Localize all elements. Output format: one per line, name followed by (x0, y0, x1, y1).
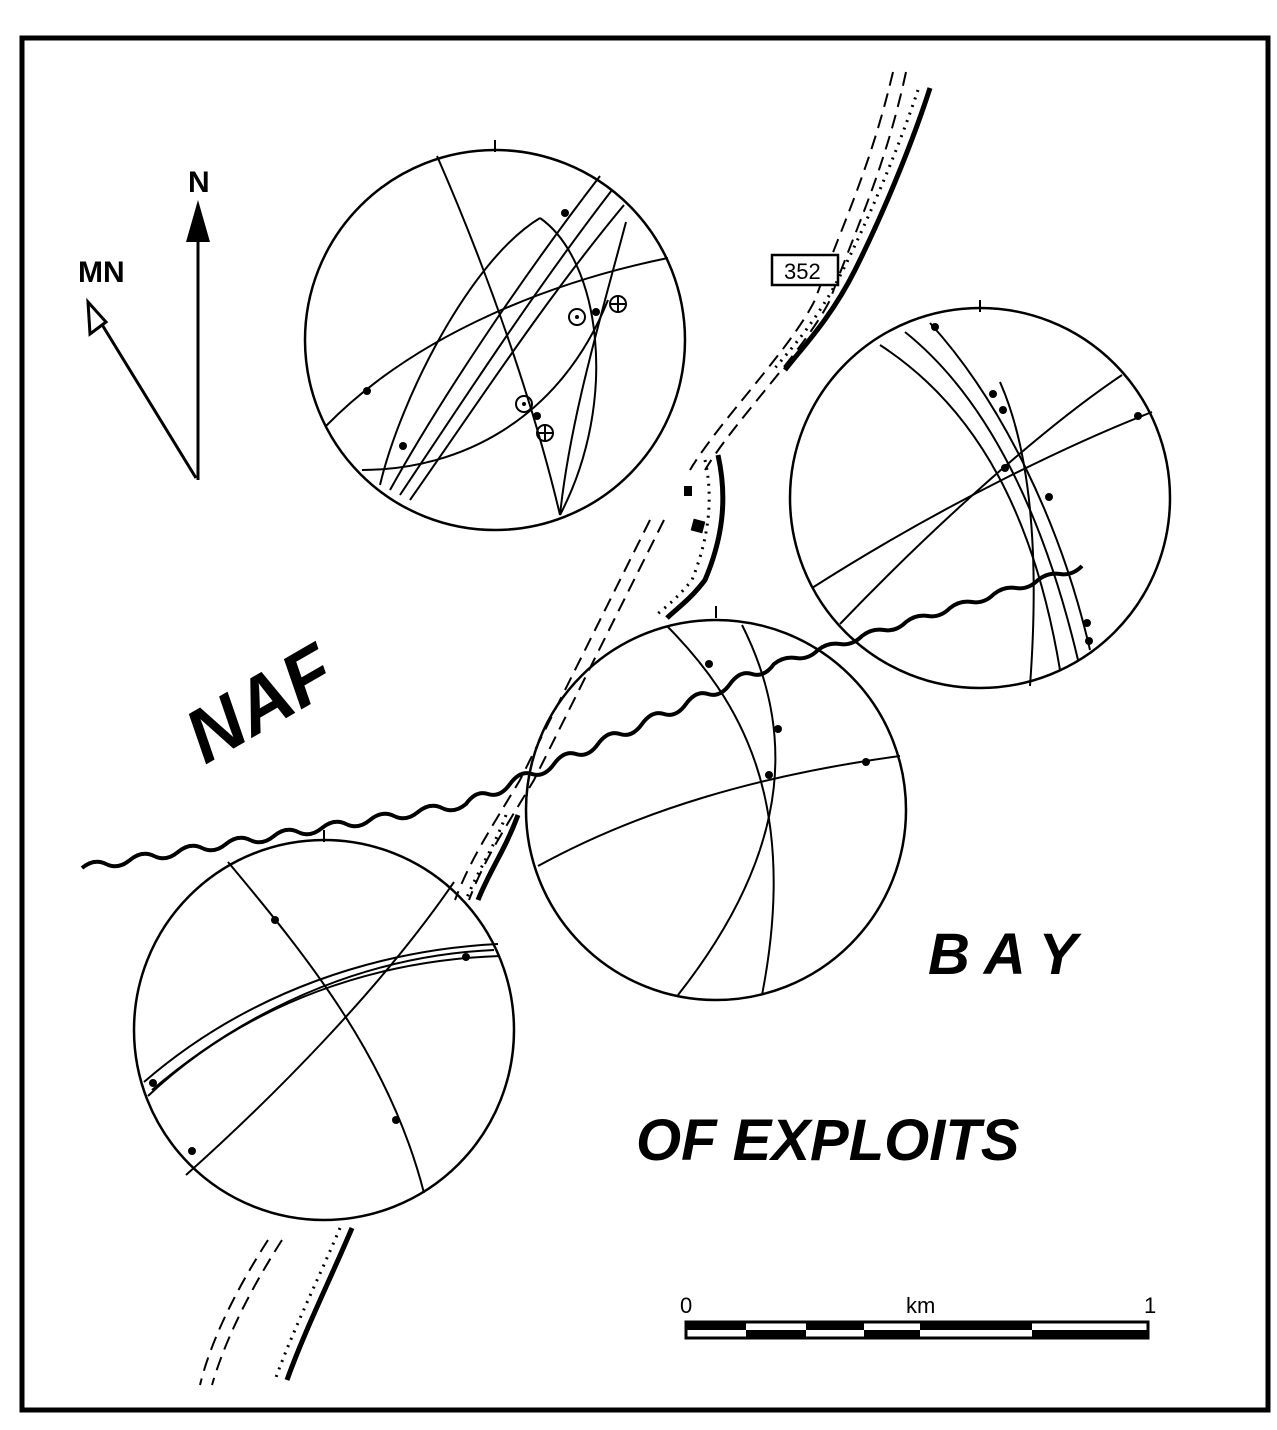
north-label: N (188, 166, 210, 199)
scale-start-label: 0 (680, 1293, 692, 1318)
stereonet-plot (788, 300, 1172, 690)
road-352 (199, 71, 907, 1386)
scale-bar (684, 1320, 1150, 1340)
fault-line (80, 564, 1084, 870)
map-border (19, 35, 1271, 1413)
magnetic-north-arrow-icon (86, 297, 198, 479)
stereonet-plot (303, 140, 687, 532)
north-arrow-icon (186, 200, 210, 480)
scale-end-label: 1 (1144, 1293, 1156, 1318)
building-marker (690, 518, 706, 534)
magnetic-north-label: MN (78, 256, 125, 289)
building-marker (684, 486, 692, 496)
stereonet-plot (132, 830, 516, 1222)
bay-label-line1: B A Y (928, 922, 1083, 987)
shoreline (273, 87, 933, 1381)
bay-label-line2: OF EXPLOITS (636, 1108, 1020, 1173)
stereonet-plot (524, 606, 908, 1002)
road-sign-label: 352 (784, 259, 821, 284)
scale-unit-label: km (906, 1293, 935, 1318)
fault-label: NAF (171, 627, 351, 780)
road-sign-box (770, 253, 840, 287)
